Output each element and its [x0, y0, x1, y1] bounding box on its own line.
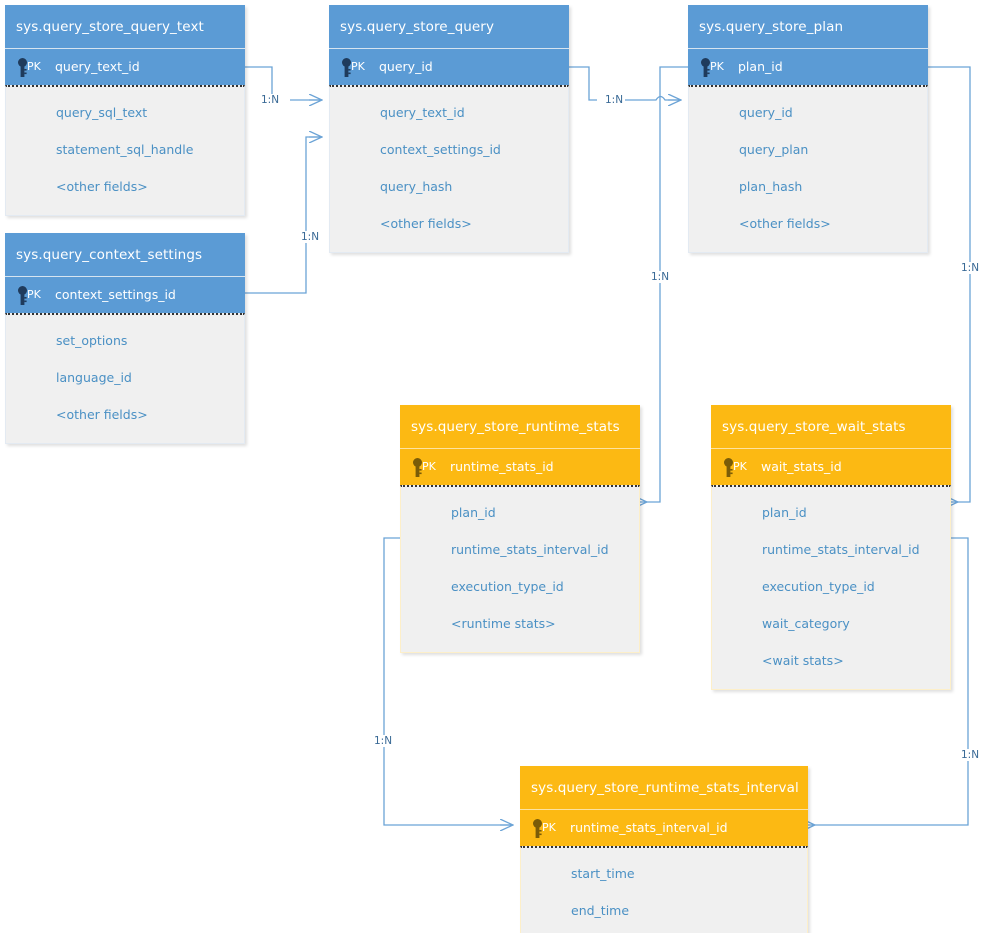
field-row: start_time: [571, 866, 635, 881]
pk-tag: PK: [27, 288, 41, 301]
field-row: plan_hash: [739, 179, 803, 194]
field-row: <runtime stats>: [451, 616, 556, 631]
connector-query-text-to-query: [245, 66, 322, 100]
pk-field-name: plan_id: [738, 59, 783, 74]
entity-title: sys.query_store_query: [329, 5, 569, 49]
field-row: <wait stats>: [762, 653, 844, 668]
cardinality-label-plan-to-runtime-stats: 1:N: [649, 271, 672, 283]
field-row: plan_id: [762, 505, 807, 520]
field-row: <other fields>: [56, 179, 148, 194]
pk-field-name: wait_stats_id: [761, 459, 842, 474]
entity-query-store-runtime-stats-interval[interactable]: sys.query_store_runtime_stats_interval P…: [520, 766, 808, 933]
pk-field-name: query_id: [379, 59, 433, 74]
field-row: query_id: [739, 105, 793, 120]
field-row: <other fields>: [380, 216, 472, 231]
entity-field-list: plan_id runtime_stats_interval_id execut…: [711, 485, 951, 690]
key-icon: [18, 286, 27, 305]
cardinality-label-interval-to-wait-stats: 1:N: [959, 749, 982, 761]
field-row: statement_sql_handle: [56, 142, 194, 157]
pk-tag: PK: [542, 821, 556, 834]
field-row: wait_category: [762, 616, 850, 631]
field-row: query_sql_text: [56, 105, 148, 120]
field-row: execution_type_id: [762, 579, 875, 594]
field-row: execution_type_id: [451, 579, 564, 594]
entity-primary-key-row: PK query_id: [329, 49, 569, 85]
field-row: end_time: [571, 903, 630, 918]
entity-title: sys.query_store_query_text: [5, 5, 245, 49]
cardinality-label-interval-to-runtime-stats: 1:N: [372, 735, 395, 747]
pk-tag: PK: [27, 60, 41, 73]
pk-tag: PK: [710, 60, 724, 73]
pk-tag: PK: [733, 460, 747, 473]
key-icon: [342, 58, 351, 77]
entity-title: sys.query_context_settings: [5, 233, 245, 277]
entity-query-store-runtime-stats[interactable]: sys.query_store_runtime_stats PK runtime…: [400, 405, 640, 653]
field-row: <other fields>: [56, 407, 148, 422]
entity-query-store-query-text[interactable]: sys.query_store_query_text PK query_text…: [5, 5, 245, 216]
entity-title: sys.query_store_plan: [688, 5, 928, 49]
cardinality-label-context-settings-to-query: 1:N: [299, 231, 322, 243]
entity-primary-key-row: PK runtime_stats_interval_id: [520, 810, 808, 846]
field-row: query_text_id: [380, 105, 465, 120]
pk-tag: PK: [422, 460, 436, 473]
entity-field-list: query_id query_plan plan_hash <other fie…: [688, 85, 928, 253]
entity-primary-key-row: PK runtime_stats_id: [400, 449, 640, 485]
pk-tag: PK: [351, 60, 365, 73]
cardinality-label-query-text-to-query: 1:N: [259, 94, 282, 106]
field-row: language_id: [56, 370, 132, 385]
entity-primary-key-row: PK plan_id: [688, 49, 928, 85]
entity-field-list: query_sql_text statement_sql_handle <oth…: [5, 85, 245, 216]
entity-field-list: start_time end_time: [520, 846, 808, 933]
entity-title: sys.query_store_runtime_stats_interval: [520, 766, 808, 810]
field-row: plan_id: [451, 505, 496, 520]
entity-query-store-query[interactable]: sys.query_store_query PK query_id query_…: [329, 5, 569, 253]
connector-plan-to-runtime-stats: [647, 66, 688, 502]
cardinality-label-query-to-plan: 1:N: [603, 94, 626, 106]
key-icon: [701, 58, 710, 77]
key-icon: [724, 458, 733, 477]
field-row: query_plan: [739, 142, 809, 157]
entity-primary-key-row: PK query_text_id: [5, 49, 245, 85]
pk-field-name: query_text_id: [55, 59, 140, 74]
entity-field-list: set_options language_id <other fields>: [5, 313, 245, 444]
entity-primary-key-row: PK context_settings_id: [5, 277, 245, 313]
cardinality-label-plan-to-wait-stats: 1:N: [959, 262, 982, 274]
field-row: set_options: [56, 333, 128, 348]
entity-field-list: plan_id runtime_stats_interval_id execut…: [400, 485, 640, 653]
entity-title: sys.query_store_wait_stats: [711, 405, 951, 449]
key-icon: [413, 458, 422, 477]
field-row: runtime_stats_interval_id: [451, 542, 609, 557]
entity-field-list: query_text_id context_settings_id query_…: [329, 85, 569, 253]
key-icon: [18, 58, 27, 77]
connector-context-settings-to-query: [245, 137, 322, 294]
pk-field-name: context_settings_id: [55, 287, 176, 302]
entity-query-context-settings[interactable]: sys.query_context_settings PK context_se…: [5, 233, 245, 444]
field-row: runtime_stats_interval_id: [762, 542, 920, 557]
entity-query-store-wait-stats[interactable]: sys.query_store_wait_stats PK wait_stats…: [711, 405, 951, 690]
entity-primary-key-row: PK wait_stats_id: [711, 449, 951, 485]
key-icon: [533, 819, 542, 838]
field-row: context_settings_id: [380, 142, 501, 157]
pk-field-name: runtime_stats_id: [450, 459, 554, 474]
entity-query-store-plan[interactable]: sys.query_store_plan PK plan_id query_id…: [688, 5, 928, 253]
entity-title: sys.query_store_runtime_stats: [400, 405, 640, 449]
pk-field-name: runtime_stats_interval_id: [570, 820, 728, 835]
field-row: query_hash: [380, 179, 453, 194]
field-row: <other fields>: [739, 216, 831, 231]
